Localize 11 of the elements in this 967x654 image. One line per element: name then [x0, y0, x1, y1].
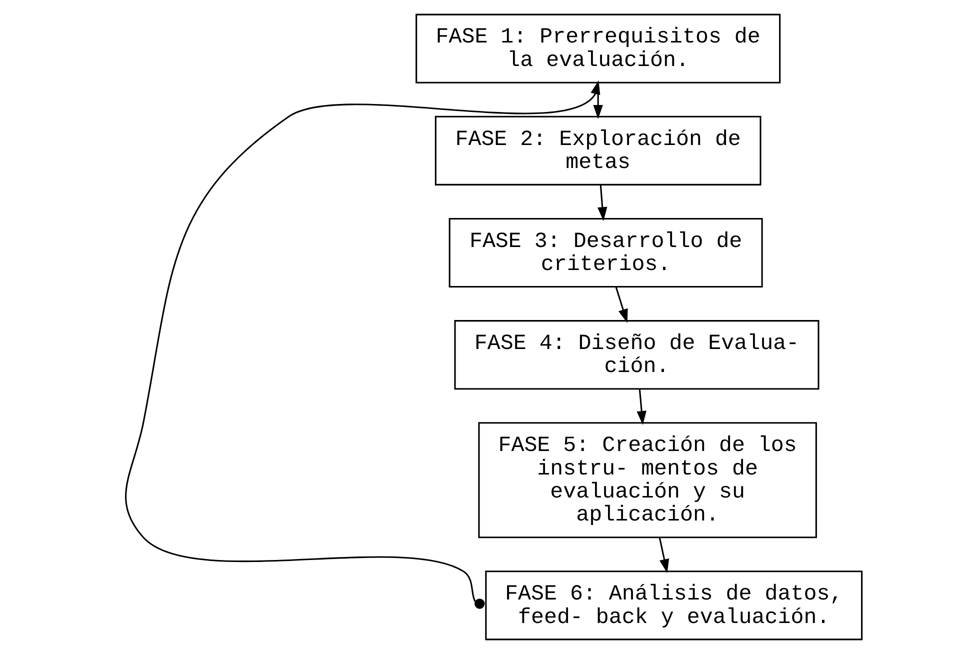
arrow: [124, 80, 600, 609]
arrow: [614, 287, 628, 324]
node-box: FASE 2: Exploración de metas: [434, 116, 761, 186]
node-box: FASE 3: Desarrollo de criterios.: [448, 218, 762, 288]
arrow: [636, 389, 646, 425]
node-box: FASE 4: Diseño de Evalua- ción.: [454, 320, 819, 390]
node-box: FASE 1: Prerrequisitos de la evaluación.: [415, 14, 780, 84]
node-box: FASE 6: Análisis de datos, feed- back y evaluación.: [484, 570, 862, 640]
arrow: [597, 185, 607, 222]
node-box: FASE 5: Creación de los instru- mentos de evaluación y su aplicación.: [478, 422, 816, 538]
arrow: [658, 538, 669, 574]
